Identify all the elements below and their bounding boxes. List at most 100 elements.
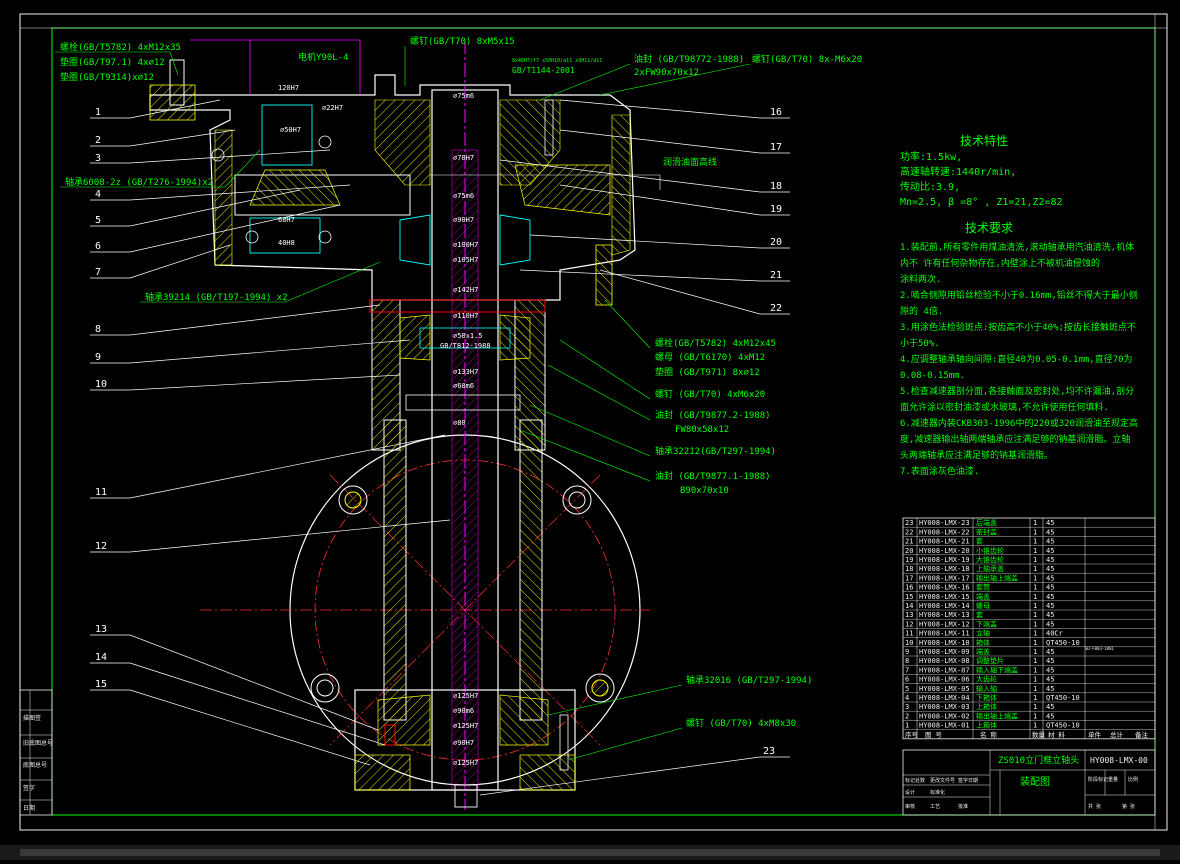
column-left: [383, 419, 407, 721]
bom-cell: 1: [1033, 593, 1037, 601]
bom-cell: HY008-LMX-14: [919, 602, 970, 610]
bom-cell: 1: [1033, 676, 1037, 684]
title-block: ZS010立门框立轴头 HY008-LMX-00 装配图 SD-F003-100…: [902, 646, 1156, 816]
dim-9: ⌀110H7: [453, 312, 478, 320]
note-screw-top: 螺钉(GB/T70) 8xM5x15: [410, 36, 515, 47]
left-balloons: 1 2 3 4 5 6 7 8 9 10 11 12 13 14 15: [95, 107, 107, 690]
bom-cell: 1: [1033, 602, 1037, 610]
bom-cell: 1: [1033, 648, 1037, 656]
balloon-4: 4: [95, 189, 101, 200]
bom-cell: 下端盖: [976, 619, 997, 628]
balloon-8: 8: [95, 324, 101, 335]
dim-22: ⌀90H7: [453, 216, 474, 224]
bom-cell: 小锥齿轮: [976, 546, 1004, 555]
title-block-sheet-name: 装配图: [1020, 775, 1050, 788]
bom-cell: 17: [905, 574, 913, 582]
title-block-name: ZS010立门框立轴头: [998, 754, 1079, 766]
gearbox-housing: [149, 74, 636, 301]
bom-cell: 后端盖: [976, 518, 997, 527]
balloon-13: 13: [95, 624, 107, 635]
bom-cell: 45: [1046, 538, 1054, 546]
assembly-section-view[interactable]: 120H7 ⌀22H7 ⌀50H7 ⌀75m6 ⌀70H7 ⌀75m6 ⌀100…: [149, 39, 661, 810]
bom-cell: 1: [1033, 547, 1037, 555]
tech-req-line-3: 2.啮合侧隙用铅丝检验不小于0.16mm,铅丝不得大于最小侧: [900, 289, 1138, 301]
tapered-bearing-upper-left: [399, 214, 431, 266]
bom-cell: 大齿轮: [976, 675, 997, 684]
note-motor: 电机Y90L-4: [298, 51, 349, 63]
strip-label-1: 旧底图总号: [23, 739, 53, 747]
tech-req-line-2: 涂料两次.: [900, 273, 941, 285]
bom-cell: 螺母: [976, 601, 990, 610]
seal-ring-bottom: [384, 724, 396, 746]
bom-header-cell: 名 称: [980, 730, 997, 739]
note-oil-seal-low: 油封 (GB/T9877.1-1988): [655, 470, 771, 482]
note-oil-seal-mid-size: FW80x58x12: [675, 425, 729, 435]
upper-cover-hatch: [374, 99, 431, 186]
bom-cell: HY008-LMX-15: [919, 593, 970, 601]
tech-req-line-0: 1.装配前,所有零件用煤油清洗,滚动轴承用汽油清洗,机体: [900, 241, 1134, 253]
bom-cell: HY008-LMX-07: [919, 666, 970, 674]
bom-cell: HY008-LMX-06: [919, 676, 970, 684]
bom-cell: HY008-LMX-13: [919, 611, 970, 619]
bom-stamp: SD-F003-1001: [1085, 646, 1114, 651]
bom-cell: 45: [1046, 593, 1054, 601]
title-block-drawing-no: HY008-LMX-00: [1090, 756, 1148, 765]
bom-header-cell: 总计: [1110, 730, 1124, 739]
bom-cell: 1: [1033, 528, 1037, 536]
balloon-12: 12: [95, 541, 107, 552]
bom-cell: 7: [905, 666, 909, 674]
balloon-9: 9: [95, 352, 101, 363]
bom-cell: HY008-LMX-19: [919, 556, 970, 564]
tech-req-line-8: 0.08-0.15mm.: [900, 371, 965, 381]
bom-cell: HY008-LMX-22: [919, 528, 970, 536]
bottom-nut: [454, 784, 478, 808]
bevel-gear-right: [514, 164, 611, 216]
balloon-17: 17: [770, 142, 782, 153]
bom-cell: 1: [1033, 703, 1037, 711]
bom-cell: 1: [1033, 712, 1037, 720]
bom-header-cell: 单件: [1088, 730, 1102, 739]
tb-cell-2: 签字日期: [958, 777, 978, 784]
balloon-22: 22: [770, 303, 782, 314]
tech-spec-line-3: Mn=2.5, β =8° , Z1=21,Z2=82: [900, 197, 1063, 208]
balloon-10: 10: [95, 379, 107, 390]
bom-cell: HY008-LMX-05: [919, 685, 970, 693]
bom-cell: 1: [1033, 722, 1037, 730]
tb-cell-5: 审核: [905, 803, 915, 810]
note-screw-low: 螺钉 (GB/T70) 4xM8x30: [686, 718, 796, 729]
bolt-hole-upper-left: [338, 485, 368, 515]
dim-12: ⌀133H7: [453, 368, 478, 376]
bom-cell: HY008-LMX-20: [919, 547, 970, 555]
roller-2: [318, 230, 332, 244]
dim-20: 68H7: [278, 216, 295, 224]
bom-cell: 22: [905, 528, 913, 536]
bolt-hole-lower-right: [585, 673, 615, 703]
dim-16: ⌀90m6: [453, 707, 474, 715]
bevel-pinion: [249, 169, 341, 206]
tech-specs-title: 技术特性: [960, 133, 1008, 148]
bom-cell: 45: [1046, 547, 1054, 555]
bom-cell: 45: [1046, 556, 1054, 564]
screw-bottom-right: [559, 714, 569, 771]
bom-cell: 1: [1033, 666, 1037, 674]
bom-cell: 21: [905, 538, 913, 546]
bom-cell: 密封盖: [976, 527, 997, 536]
note-bearing-39214: 轴承39214 (GB/T197-1994) x2: [145, 291, 288, 303]
bom-cell: 45: [1046, 676, 1054, 684]
bottom-flange-hatch-right: [519, 754, 576, 791]
tb-cell-7: 批准: [958, 803, 968, 810]
tb-right-1: 重量: [1108, 776, 1118, 783]
bom-cell: 45: [1046, 620, 1054, 628]
bom-cell: HY008-LMX-17: [919, 574, 970, 582]
dim-10: ⌀50x1.5: [453, 332, 483, 340]
tb-right-0: 阶段标记: [1088, 776, 1108, 783]
tech-spec-line-2: 传动比:3.9,: [900, 181, 960, 193]
scrollbar-thumb[interactable]: [20, 849, 1160, 856]
strip-label-2: 底图总号: [23, 761, 47, 769]
strip-label-4: 日期: [23, 804, 35, 812]
lock-nut: [419, 327, 511, 349]
bom-cell: 1: [1033, 639, 1037, 647]
annotations: 螺栓(GB/T5782) 4xM12x35 垫圈(GB/T97.1) 4x⌀12…: [60, 36, 862, 729]
